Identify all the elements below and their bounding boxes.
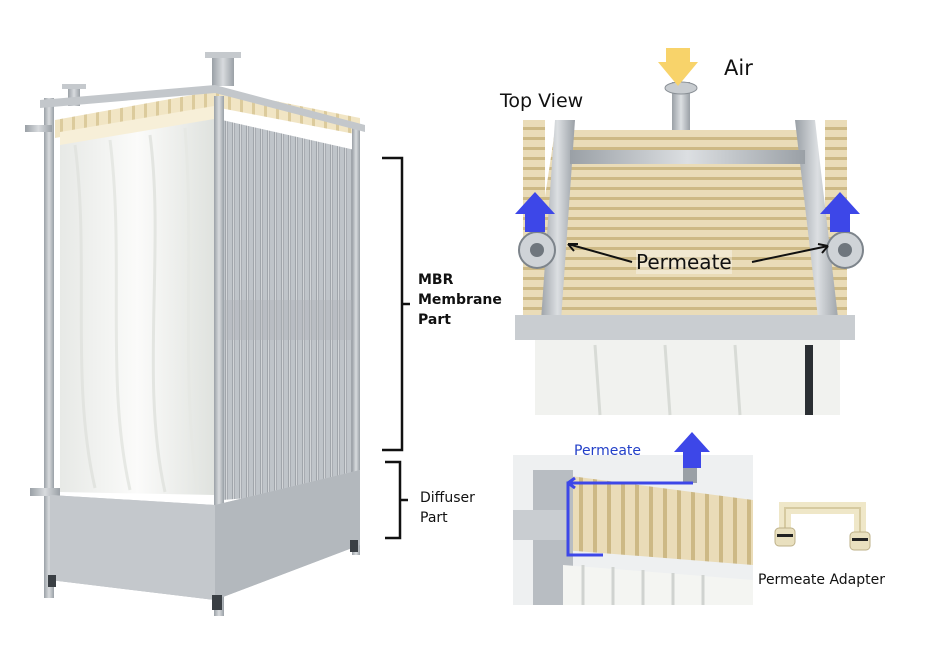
membrane-face [60,118,215,495]
permeate-pointer-lines [567,243,829,263]
diffuser-bracket [385,460,408,540]
header-detail-drawing [513,455,753,605]
mbr-label-line1: MBR [418,272,454,288]
steel-frame [25,85,365,616]
air-arrow-icon [658,48,698,86]
permeate-detail-label: Permeate [574,443,641,459]
permeate-arrow-right-icon [820,192,860,232]
mbr-label-line3: Part [418,312,451,328]
mbr-bracket [382,156,410,452]
membrane-side-rods [222,120,355,500]
diffuser-base [48,470,360,610]
diffuser-label-line1: Diffuser [420,490,475,506]
mbr-label-line2: Membrane [418,292,502,308]
permeate-arrow-left-icon [515,192,555,232]
top-view-label: Top View [500,90,584,112]
permeate-adapter-icon [774,502,871,551]
permeate-detail-arrow-icon [674,432,710,468]
air-label: Air [724,56,753,80]
header-detail-image [513,455,753,605]
diffuser-label-line2: Part [420,510,448,526]
permeate-top-label: Permeate [636,250,732,274]
permeate-adapter-label: Permeate Adapter [758,572,885,588]
